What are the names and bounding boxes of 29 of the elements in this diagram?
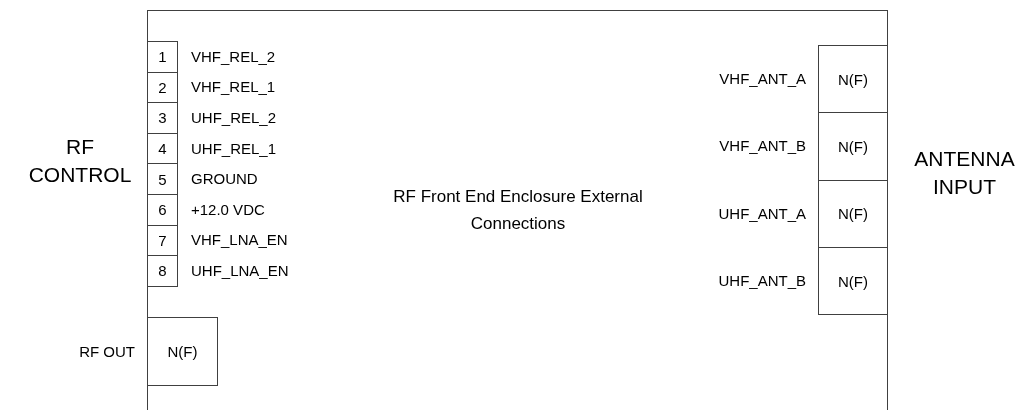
connector-label: 6 bbox=[158, 202, 167, 218]
signal-label: UHF_ANT_A bbox=[718, 203, 806, 224]
signal-label: GROUND bbox=[191, 168, 258, 189]
connector-label: N(F) bbox=[838, 71, 868, 87]
signal-label: +12.0 VDC bbox=[191, 199, 265, 220]
connector-label: 2 bbox=[158, 79, 167, 95]
signal-label: VHF_REL_1 bbox=[191, 77, 276, 98]
connector-label: 8 bbox=[158, 263, 167, 279]
side-heading: ANTENNA INPUT bbox=[913, 146, 1016, 200]
side-heading: RF CONTROL bbox=[27, 134, 133, 188]
signal-label: VHF_ANT_B bbox=[719, 136, 806, 157]
enclosure-title: RF Front End Enclosure External Connections bbox=[393, 186, 643, 235]
connector-label: N(F) bbox=[838, 206, 868, 222]
connector-label: N(F) bbox=[838, 138, 868, 154]
connector-label: 1 bbox=[158, 49, 167, 65]
signal-label: VHF_LNA_EN bbox=[191, 230, 288, 251]
signal-label: UHF_ANT_B bbox=[718, 270, 806, 291]
connector-label: 4 bbox=[158, 141, 167, 157]
signal-label: UHF_REL_1 bbox=[191, 138, 277, 159]
signal-label: VHF_REL_2 bbox=[191, 46, 276, 67]
signal-label: VHF_ANT_A bbox=[719, 68, 806, 89]
signal-label: RF OUT bbox=[79, 341, 135, 362]
connector-label: 7 bbox=[158, 232, 167, 248]
connector-label: N(F) bbox=[167, 344, 198, 359]
connector-label: N(F) bbox=[838, 273, 868, 289]
connector-label: 3 bbox=[158, 110, 167, 126]
signal-label: UHF_REL_2 bbox=[191, 107, 277, 128]
connector-label: 5 bbox=[158, 171, 167, 187]
signal-label: UHF_LNA_EN bbox=[191, 260, 289, 281]
